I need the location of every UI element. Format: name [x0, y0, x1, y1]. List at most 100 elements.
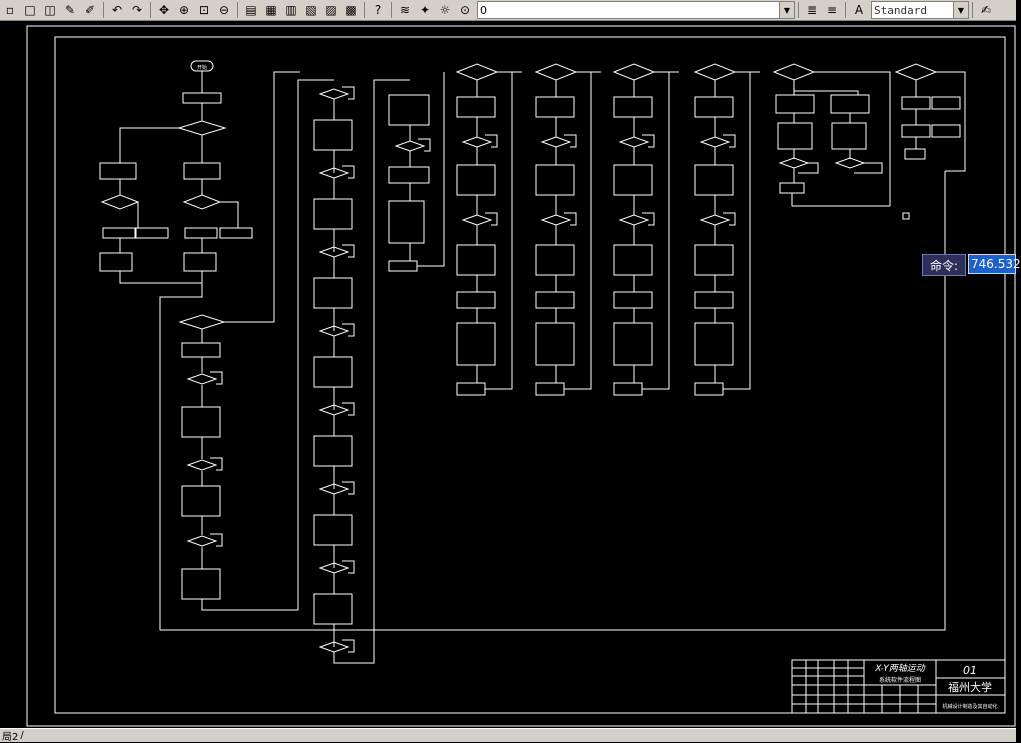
process-box: [779, 182, 805, 194]
process-box: [456, 291, 496, 309]
layer-on-bulb-icon[interactable]: ✦: [419, 3, 431, 17]
connector-line: [814, 71, 891, 206]
toolbar-separator: [237, 2, 238, 18]
decision-diamond: [699, 214, 731, 226]
zoom-previous-icon[interactable]: ⊖: [218, 3, 230, 17]
process-box: [183, 162, 221, 180]
connector-line: [342, 402, 355, 416]
connector-line: [342, 165, 355, 179]
connector-line: [642, 212, 655, 226]
process-box: [775, 94, 815, 114]
process-box: [219, 227, 253, 239]
process-box: [313, 514, 353, 546]
layer-dropdown[interactable]: 0 ▼: [477, 1, 795, 19]
properties-icon[interactable]: ▤: [245, 3, 257, 17]
connector-line: [342, 481, 355, 495]
process-box: [777, 122, 813, 150]
pan-icon[interactable]: ✥: [158, 3, 170, 17]
drawing-canvas[interactable]: 开始 X-Y两轴运动 系统软件流程图 01 福州大学: [0, 21, 1021, 728]
process-box: [694, 291, 734, 309]
open-folder-icon[interactable]: ◫: [44, 3, 56, 17]
connector-line: [417, 72, 445, 267]
decision-diamond: [540, 136, 572, 148]
layout-tab[interactable]: 局2: [2, 732, 19, 743]
decision-diamond: [177, 120, 227, 136]
title-line1: X-Y两轴运动: [874, 663, 925, 674]
process-box: [694, 322, 734, 366]
zoom-realtime-icon[interactable]: ⊕: [178, 3, 190, 17]
connector-line: [485, 72, 513, 390]
zoom-window-icon[interactable]: ⊡: [198, 3, 210, 17]
connector-line: [485, 212, 498, 226]
tab-scroll-icon[interactable]: /: [20, 730, 24, 741]
process-box: [99, 162, 137, 180]
process-box: [694, 96, 734, 118]
text-style-icon[interactable]: A: [854, 3, 864, 17]
connector-line: [723, 134, 736, 148]
tool-palette-icon[interactable]: ▥: [285, 3, 297, 17]
make-layer-current-icon[interactable]: ≣: [806, 3, 818, 17]
layer-lock-icon[interactable]: ⊙: [459, 3, 471, 17]
process-box: [456, 322, 496, 366]
connector-line: [642, 134, 655, 148]
layer-previous-icon[interactable]: ≡: [826, 3, 838, 17]
process-box: [613, 291, 653, 309]
drawing-border: [54, 36, 1006, 714]
connector-line: [224, 71, 300, 323]
connector-line: [333, 79, 410, 664]
process-box: [456, 96, 496, 118]
grip-square[interactable]: [902, 212, 910, 220]
decision-diamond: [461, 136, 493, 148]
paper-outline: [26, 25, 1016, 727]
chevron-down-icon[interactable]: ▼: [779, 2, 794, 18]
decision-diamond: [178, 314, 226, 330]
new-file-icon[interactable]: □: [24, 3, 36, 17]
decision-diamond: [318, 167, 350, 179]
toolbar-separator: [103, 2, 104, 18]
decision-diamond: [186, 373, 218, 385]
decision-diamond: [318, 404, 350, 416]
decision-diamond: [318, 246, 350, 258]
text-style-dropdown[interactable]: Standard ▼: [871, 1, 969, 19]
process-box: [831, 122, 867, 150]
connector-line: [342, 560, 355, 574]
decision-diamond: [540, 214, 572, 226]
connector-line: [342, 244, 355, 258]
connector-line: [564, 72, 592, 390]
decision-diamond: [318, 562, 350, 574]
design-center-icon[interactable]: ▦: [265, 3, 277, 17]
sheet-set-icon[interactable]: ▧: [305, 3, 317, 17]
connector-line: [798, 162, 819, 174]
connector-line: [119, 271, 202, 284]
connector-line: [119, 127, 179, 163]
process-box: [535, 291, 575, 309]
toolbar-separator: [845, 2, 846, 18]
connector-line: [936, 71, 966, 172]
connector-line: [418, 138, 431, 152]
toolbar-separator: [364, 2, 365, 18]
dimension-style-icon[interactable]: ✍: [980, 3, 992, 17]
connector-line: [210, 457, 223, 471]
process-box: [388, 166, 430, 184]
school-name: 福州大学: [948, 680, 992, 694]
markup-icon[interactable]: ▨: [325, 3, 337, 17]
process-box: [931, 124, 961, 138]
brush-icon[interactable]: ✐: [84, 3, 96, 17]
calculator-icon[interactable]: ▩: [345, 3, 357, 17]
pencil-icon[interactable]: ✎: [64, 3, 76, 17]
process-box: [99, 252, 133, 272]
layout-tabs-bar: 局2 /: [0, 728, 1016, 743]
qnew-icon[interactable]: ▫: [5, 3, 15, 17]
layer-manager-icon[interactable]: ≋: [399, 3, 411, 17]
layer-freeze-sun-icon[interactable]: ☼: [439, 3, 451, 17]
connector-line: [485, 134, 498, 148]
decision-diamond: [772, 63, 816, 81]
decision-diamond: [186, 459, 218, 471]
dynamic-input-field[interactable]: 746.532: [968, 254, 1021, 274]
process-box: [535, 382, 565, 396]
chevron-down-icon[interactable]: ▼: [953, 2, 968, 18]
help-icon[interactable]: ?: [374, 3, 382, 17]
redo-icon[interactable]: ↷: [131, 3, 143, 17]
undo-icon[interactable]: ↶: [111, 3, 123, 17]
connector-line: [342, 86, 355, 100]
